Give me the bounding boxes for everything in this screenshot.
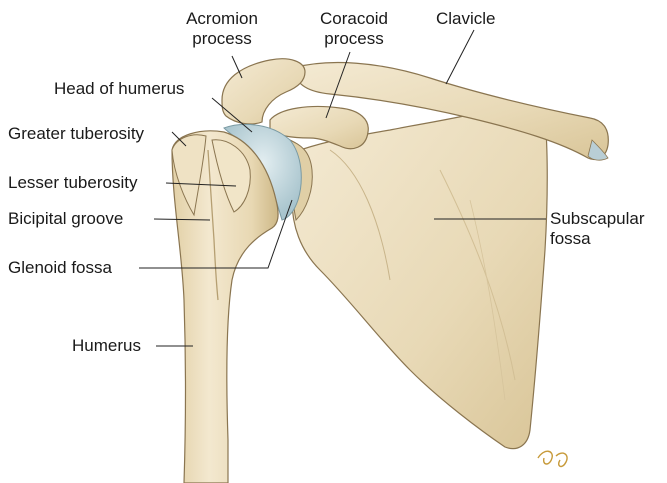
label-bicipital-groove-text: Bicipital groove xyxy=(8,209,123,228)
label-subscapular-fossa: Subscapular fossa xyxy=(550,209,645,249)
label-greater-tuberosity-text: Greater tuberosity xyxy=(8,124,144,143)
label-glenoid-fossa: Glenoid fossa xyxy=(8,258,112,278)
label-head-of-humerus-text: Head of humerus xyxy=(54,79,184,98)
label-subscapular-line2: fossa xyxy=(550,229,645,249)
label-humerus: Humerus xyxy=(72,336,141,356)
label-acromion-line1: Acromion xyxy=(178,9,266,29)
label-bicipital-groove: Bicipital groove xyxy=(8,209,123,229)
scapula-blade xyxy=(292,106,547,449)
label-lesser-tuberosity-text: Lesser tuberosity xyxy=(8,173,137,192)
label-humerus-text: Humerus xyxy=(72,336,141,355)
label-coracoid-line2: process xyxy=(310,29,398,49)
label-coracoid-process: Coracoid process xyxy=(310,9,398,49)
label-head-of-humerus: Head of humerus xyxy=(54,79,184,99)
label-clavicle-text: Clavicle xyxy=(436,9,496,28)
label-coracoid-line1: Coracoid xyxy=(310,9,398,29)
label-glenoid-fossa-text: Glenoid fossa xyxy=(8,258,112,277)
label-greater-tuberosity: Greater tuberosity xyxy=(8,124,144,144)
label-clavicle: Clavicle xyxy=(436,9,496,29)
artist-signature xyxy=(538,451,567,466)
leader-clavicle xyxy=(446,30,474,84)
label-subscapular-line1: Subscapular xyxy=(550,209,645,229)
label-acromion-line2: process xyxy=(178,29,266,49)
label-acromion-process: Acromion process xyxy=(178,9,266,49)
label-lesser-tuberosity: Lesser tuberosity xyxy=(8,173,137,193)
